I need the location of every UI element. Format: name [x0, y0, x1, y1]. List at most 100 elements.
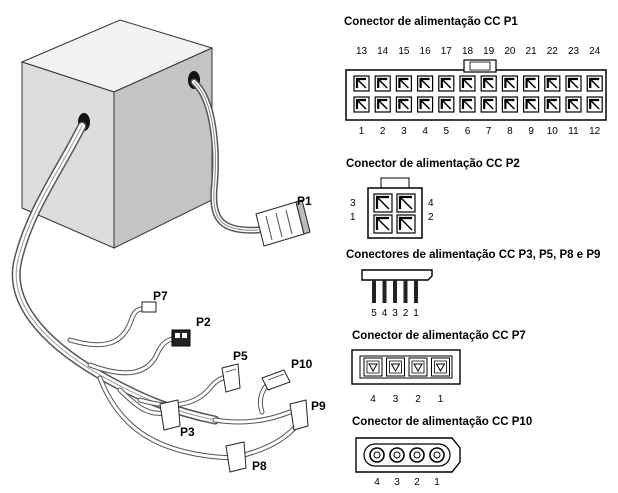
p3589-lead-5 — [372, 280, 376, 303]
p10-cell-2 — [409, 447, 425, 463]
p10-pin-4: 4 — [374, 477, 380, 488]
p1-cell-bottom-6 — [459, 96, 476, 113]
p7-pin-4: 4 — [370, 394, 376, 405]
power-supply-unit — [20, 19, 214, 249]
p7-pin-numbers: 4 3 2 1 — [370, 394, 444, 405]
p2-cell-top-left — [373, 193, 393, 213]
p1-cell-top-23 — [565, 75, 582, 92]
p1-bottom-pin-10: 10 — [547, 126, 559, 137]
p3589-connector-pinout: Conectores de alimentação CC P3, P5, P8 … — [346, 249, 600, 319]
label-p10: P10 — [291, 357, 313, 371]
p1-pin-cells — [353, 75, 603, 113]
p2-pin-bottom-right: 2 — [428, 212, 434, 223]
p1-top-pin-18: 18 — [462, 46, 474, 57]
p1-cell-bottom-8 — [501, 96, 518, 113]
plug-p7 — [141, 301, 157, 313]
label-p1: P1 — [297, 194, 312, 208]
p3589-lead-3 — [393, 280, 397, 303]
p7-cell-3 — [386, 357, 405, 377]
p1-cell-bottom-10 — [544, 96, 561, 113]
p1-cell-bottom-7 — [480, 96, 497, 113]
p1-top-pin-23: 23 — [568, 46, 580, 57]
p3589-pin-5: 5 — [371, 308, 377, 319]
p1-bottom-pin-3: 3 — [401, 126, 407, 137]
p1-top-pin-22: 22 — [547, 46, 559, 57]
plug-p10 — [261, 369, 291, 391]
p1-title: Conector de alimentação CC P1 — [344, 16, 518, 28]
p1-bottom-pin-1: 1 — [359, 126, 365, 137]
p3589-lead-4 — [382, 280, 387, 303]
p1-cell-bottom-5 — [438, 96, 455, 113]
p1-cell-bottom-3 — [395, 96, 412, 113]
p1-bottom-pin-12: 12 — [589, 126, 601, 137]
p2-pin-top-right: 4 — [428, 198, 434, 209]
p2-cell-top-right — [396, 193, 416, 213]
p1-bottom-pin-6: 6 — [465, 126, 471, 137]
label-p7: P7 — [153, 289, 168, 303]
p1-top-pin-24: 24 — [589, 46, 601, 57]
p7-cell-4 — [363, 357, 383, 377]
p1-cell-bottom-4 — [417, 96, 434, 113]
p2-pin-cells — [373, 193, 416, 234]
label-p5: P5 — [233, 349, 248, 363]
p7-pin-1: 1 — [438, 394, 444, 405]
p1-top-pin-16: 16 — [420, 46, 432, 57]
p2-cell-bottom-left — [373, 214, 393, 234]
p7-pin-3: 3 — [393, 394, 399, 405]
p1-top-pin-17: 17 — [441, 46, 453, 57]
p1-cell-top-24 — [586, 75, 603, 92]
label-p8: P8 — [252, 459, 267, 473]
p1-bottom-pin-7: 7 — [486, 126, 492, 137]
p3589-leads — [372, 280, 418, 303]
p7-pin-2: 2 — [415, 394, 421, 405]
plug-p1 — [255, 199, 311, 247]
p3589-pin-1: 1 — [413, 308, 419, 319]
p1-top-pin-15: 15 — [398, 46, 410, 57]
p1-cell-top-22 — [544, 75, 561, 92]
p10-title: Conector de alimentação CC P10 — [352, 416, 532, 428]
p3589-pin-2: 2 — [403, 308, 409, 319]
p1-cell-bottom-12 — [586, 96, 603, 113]
p1-cell-bottom-2 — [374, 96, 391, 113]
p1-cell-top-19 — [480, 75, 497, 92]
p3589-pin-4: 4 — [382, 308, 388, 319]
p1-bottom-pin-11: 11 — [568, 126, 579, 137]
p3589-lead-2 — [403, 280, 408, 303]
p2-connector-pinout: Conector de alimentação CC P2 3 1 4 2 — [346, 158, 520, 239]
p10-pin-3: 3 — [394, 477, 400, 488]
p1-cell-top-20 — [501, 75, 518, 92]
p10-pin-2: 2 — [414, 477, 420, 488]
cable-labels: P1 P7 P2 P5 P10 P9 P3 P8 — [153, 194, 326, 473]
p10-cell-1 — [429, 447, 445, 463]
plug-p9 — [289, 399, 309, 431]
p7-title: Conector de alimentação CC P7 — [352, 330, 526, 342]
cable-plugs — [141, 199, 311, 473]
p10-housing-inner — [363, 443, 451, 467]
p2-title: Conector de alimentação CC P2 — [346, 158, 520, 170]
p7-cell-2 — [408, 357, 428, 377]
label-p3: P3 — [180, 425, 195, 439]
p10-cell-4 — [369, 447, 385, 463]
p1-cell-top-16 — [417, 75, 434, 92]
p1-cell-top-21 — [522, 75, 540, 92]
label-p2: P2 — [196, 315, 211, 329]
plug-p2 — [171, 329, 191, 347]
p7-pin-cells — [363, 357, 450, 377]
p2-cell-bottom-right — [396, 214, 416, 234]
p1-cell-top-18 — [459, 75, 476, 92]
label-p9: P9 — [311, 399, 326, 413]
p1-cell-bottom-1 — [353, 96, 370, 113]
p2-pin-bottom-left: 1 — [350, 212, 356, 223]
p1-bottom-pin-5: 5 — [444, 126, 450, 137]
p1-top-pin-13: 13 — [356, 46, 368, 57]
p1-top-pin-19: 19 — [483, 46, 495, 57]
p3589-title: Conectores de alimentação CC P3, P5, P8 … — [346, 249, 600, 261]
p1-cell-top-13 — [353, 75, 370, 92]
p1-cell-top-15 — [395, 75, 412, 92]
p1-latch-inner — [469, 61, 491, 71]
